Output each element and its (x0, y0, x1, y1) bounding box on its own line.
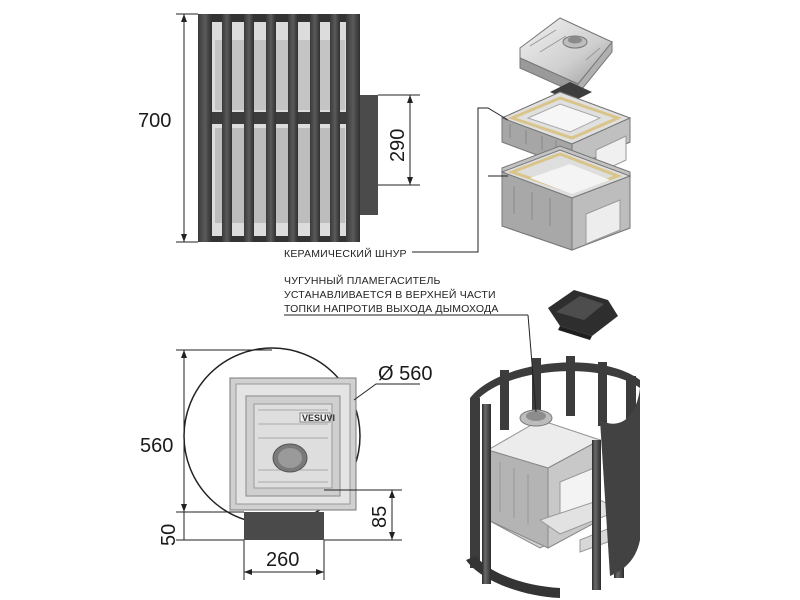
dim-diameter-label: Ø 560 (378, 363, 432, 385)
dim-tank-height: 290 (378, 94, 420, 186)
lower-firebox-section (500, 145, 632, 251)
dim-diameter: Ø 560 (353, 363, 432, 401)
front-view: VESUVI Ø 560 560 50 (140, 347, 432, 580)
ceramic-cord-leader (412, 107, 509, 253)
dim-outlet-height: 85 (324, 489, 402, 541)
flame-arrester-leader (527, 314, 537, 413)
dim-290-label: 290 (387, 129, 409, 162)
dim-260-label: 260 (266, 549, 299, 571)
flame-arrester-part (548, 290, 618, 340)
side-elevation-view: 700 290 (138, 13, 420, 243)
outlet-base (244, 512, 324, 540)
flame-arrester-line1: ЧУГУННЫЙ ПЛАМЕГАСИТЕЛЬ (284, 274, 441, 287)
dim-depth: 560 (140, 349, 272, 513)
top-lid-plate (519, 17, 613, 96)
dim-85-label: 85 (369, 506, 391, 528)
dim-outlet-width: 260 (243, 540, 325, 580)
front-cage-bars (466, 388, 640, 598)
isometric-cutaway-view (466, 314, 640, 598)
flame-arrester-line3: ТОПКИ НАПРОТИВ ВЫХОДА ДЫМОХОДА (284, 303, 499, 315)
brand-label: VESUVI (302, 413, 335, 423)
dim-leg-height: 50 (158, 512, 244, 546)
flame-arrester-note: ЧУГУННЫЙ ПЛАМЕГАСИТЕЛЬ УСТАНАВЛИВАЕТСЯ В… (284, 274, 528, 316)
dim-height-total: 700 (138, 13, 198, 243)
top-band (198, 14, 360, 22)
exploded-firebox-view (412, 17, 632, 253)
rear-tank (358, 95, 378, 215)
back-cage-bars (470, 356, 640, 568)
bottom-band (198, 236, 360, 242)
gasket-plate (550, 82, 592, 102)
dim-700-label: 700 (138, 110, 171, 132)
dim-560-label: 560 (140, 435, 173, 457)
dim-50-label: 50 (158, 524, 180, 546)
vertical-bars (198, 14, 360, 242)
ceramic-cord-label: КЕРАМИЧЕСКИЙ ШНУР (284, 247, 407, 260)
flame-arrester-line2: УСТАНАВЛИВАЕТСЯ В ВЕРХНЕЙ ЧАСТИ (284, 288, 496, 301)
